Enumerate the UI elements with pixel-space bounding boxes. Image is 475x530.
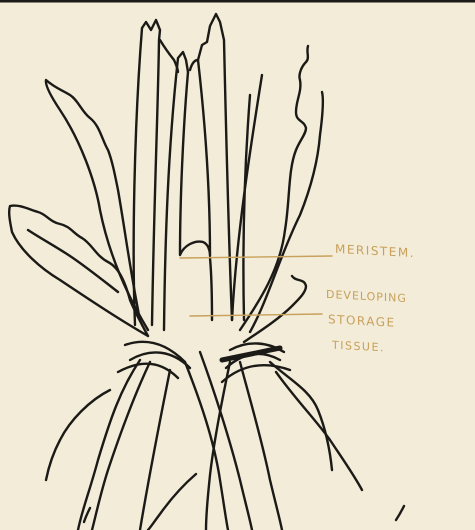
- root-far-left: [46, 390, 110, 480]
- root-tick-1: [84, 508, 90, 522]
- center-notch: [190, 60, 198, 70]
- meristem-base: [210, 258, 212, 320]
- root-cross: [148, 474, 196, 530]
- center-leaf-inner-left: [164, 52, 188, 330]
- root-right-3: [276, 372, 362, 490]
- left-lower-leaf: [9, 206, 148, 336]
- left-wavy-leaf: [46, 80, 148, 330]
- root-tick-2: [396, 506, 404, 520]
- outer-right-leaf-inner: [243, 95, 250, 320]
- outer-right-leaf: [232, 75, 262, 320]
- root-center-3: [206, 362, 230, 530]
- root-left-1: [78, 360, 140, 530]
- center-leaf-fold: [160, 40, 178, 72]
- center-leaf-left-outer: [134, 20, 160, 325]
- leader-storage: [190, 314, 322, 316]
- central-leaves: [134, 14, 262, 330]
- center-leaf-right: [180, 14, 232, 320]
- left-leaves: [9, 80, 148, 336]
- root-curve-6: [222, 365, 290, 382]
- right-wavy-leaf: [240, 46, 308, 330]
- right-leaves: [240, 46, 323, 342]
- leader-meristem: [180, 256, 332, 258]
- root-left-2: [92, 362, 150, 530]
- label-tissue: TISSUE.: [332, 339, 385, 355]
- roots: [46, 342, 404, 530]
